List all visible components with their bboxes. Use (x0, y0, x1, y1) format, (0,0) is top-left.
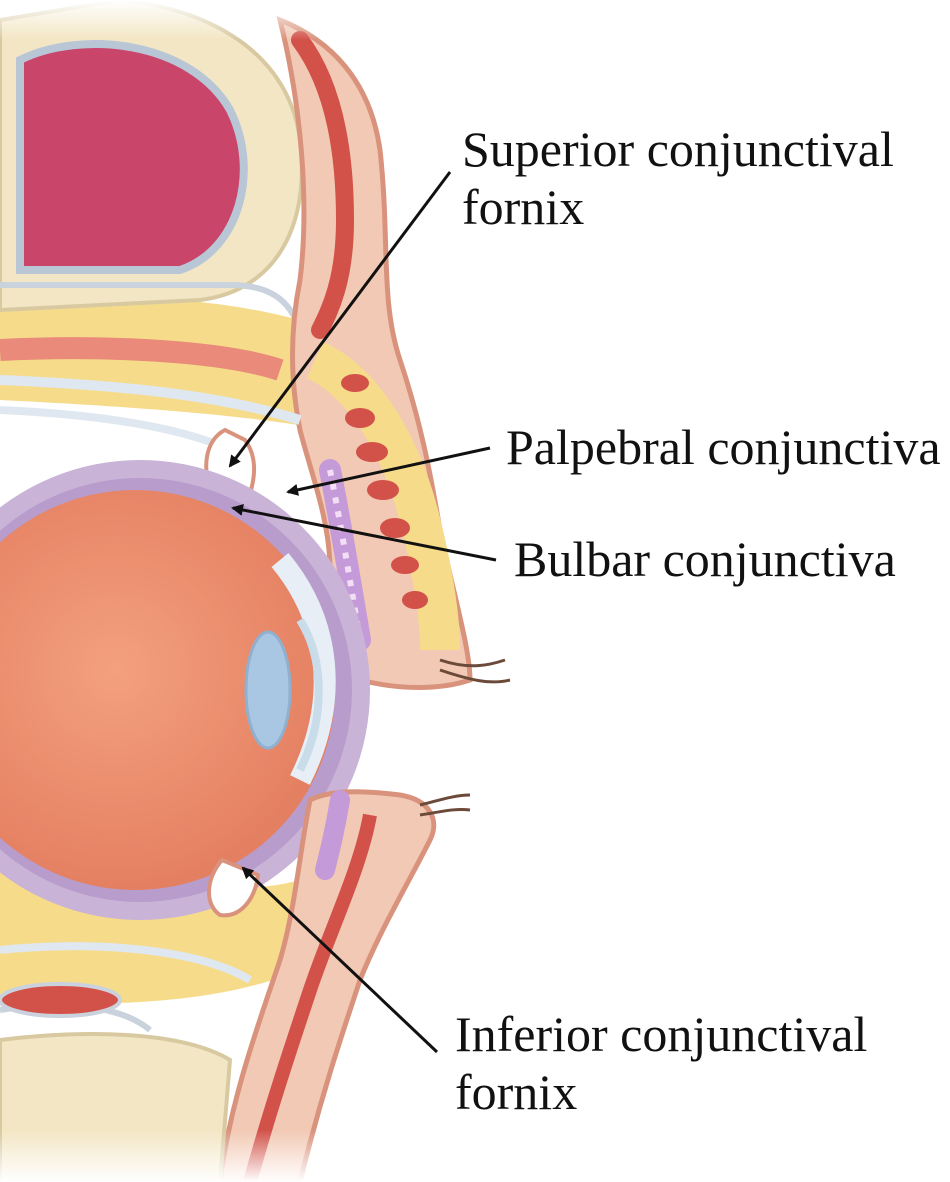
label-superior-line2: fornix (462, 178, 894, 236)
label-bulbar-text: Bulbar conjunctiva (514, 530, 896, 588)
label-superior-conjunctival-fornix: Superior conjunctival fornix (462, 120, 894, 236)
label-inferior-line1: Inferior conjunctival (455, 1005, 867, 1063)
frontal-bone (0, 0, 302, 330)
label-inferior-line2: fornix (455, 1063, 867, 1121)
label-palpebral-conjunctiva: Palpebral conjunctiva (506, 418, 941, 476)
label-inferior-conjunctival-fornix: Inferior conjunctival fornix (455, 1005, 867, 1121)
label-palpebral-text: Palpebral conjunctiva (506, 418, 941, 476)
label-bulbar-conjunctiva: Bulbar conjunctiva (514, 530, 896, 588)
label-superior-line1: Superior conjunctival (462, 120, 894, 178)
